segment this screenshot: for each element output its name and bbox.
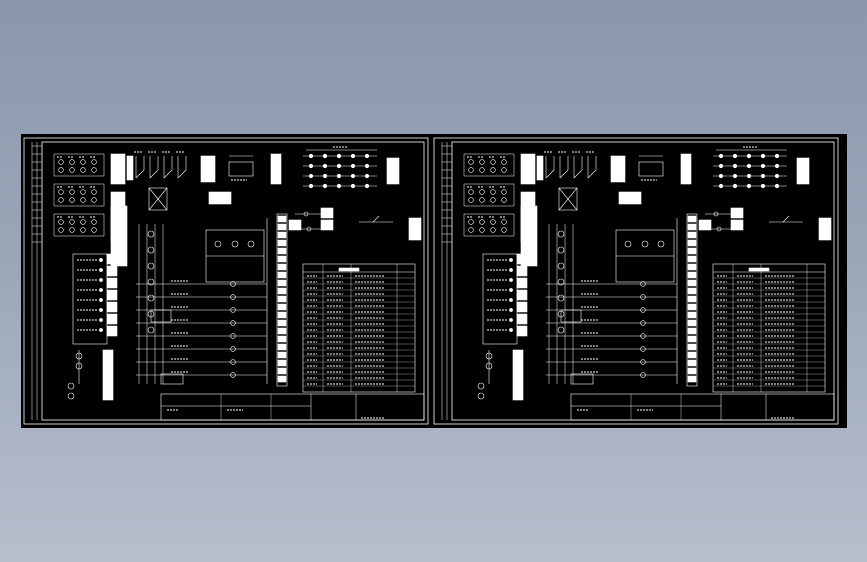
drawing-sheet-right	[433, 137, 839, 425]
cad-drawing-canvas	[23, 137, 839, 425]
cad-drawing-viewport[interactable]	[21, 134, 847, 428]
drawing-sheet-left	[23, 137, 429, 425]
